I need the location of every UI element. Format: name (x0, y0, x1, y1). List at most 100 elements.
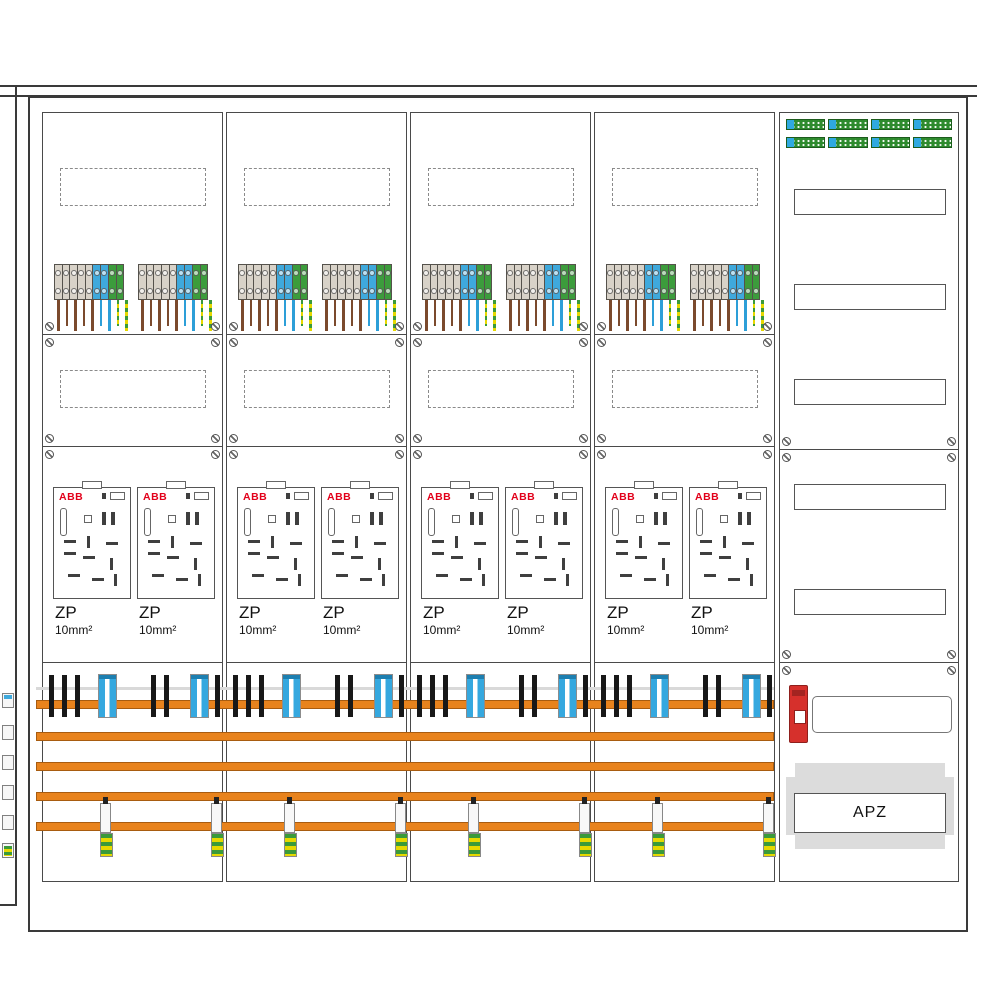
terminal-strip-segment (828, 119, 868, 130)
meter-mark (64, 540, 76, 543)
meter-mark (171, 536, 174, 548)
meter-mark (544, 578, 556, 581)
conductor-connector (703, 675, 708, 717)
terminal-strip-segment (912, 119, 952, 130)
neutral-connector (650, 674, 669, 718)
screw (229, 450, 238, 459)
cover-plate (794, 379, 946, 405)
meter-display (378, 492, 393, 500)
meter-mark (747, 512, 751, 525)
screw (229, 434, 238, 443)
busbar-section (43, 663, 224, 881)
neutral-connector (282, 674, 301, 718)
conductor-connector (430, 675, 435, 717)
neutral-connector (374, 674, 393, 718)
cross-section-label: 10mm² (423, 623, 461, 637)
screw (395, 434, 404, 443)
cover-plate (794, 189, 946, 215)
terminal-section (411, 113, 590, 335)
label-area-dashed (244, 168, 390, 206)
conductor-connector (259, 675, 264, 717)
pe-terminal (579, 797, 592, 857)
cross-section-label: 10mm² (323, 623, 361, 637)
terminal-cell-pe (299, 264, 309, 300)
label-area-dashed (612, 168, 758, 206)
cover-plate (794, 484, 946, 510)
meter-plate: ABB (237, 481, 315, 599)
meter-mark (563, 512, 567, 525)
wire (65, 300, 68, 326)
wire-neutral (183, 300, 186, 326)
meter-window (268, 515, 276, 523)
meter-mark (271, 536, 274, 548)
terminal-block (422, 264, 493, 300)
meter-mark (152, 574, 164, 577)
meter-mark (64, 552, 76, 555)
terminal-strip-segment (828, 137, 868, 148)
screw (782, 453, 791, 462)
terminal-block (322, 264, 393, 300)
abb-logo: ABB (611, 491, 636, 503)
meter-window (636, 515, 644, 523)
meter-mark (620, 574, 632, 577)
wire (249, 300, 252, 326)
screw (782, 666, 791, 675)
wire (693, 300, 696, 331)
wire (701, 300, 704, 326)
meter-plate: ABB (689, 481, 767, 599)
screw (579, 434, 588, 443)
wire (442, 300, 445, 331)
wire-bundle (54, 300, 132, 333)
right-upper-section (780, 113, 958, 450)
meter-mark (102, 512, 106, 525)
wire-pe (493, 300, 496, 331)
screw (45, 434, 54, 443)
wire (275, 300, 278, 331)
meter-mark (455, 536, 458, 548)
label-area-dashed (612, 370, 758, 408)
abb-logo: ABB (695, 491, 720, 503)
meter-mark (295, 512, 299, 525)
wire (359, 300, 362, 331)
screw (597, 450, 606, 459)
screw (947, 666, 956, 675)
meter-plate: ABB (505, 481, 583, 599)
meter-mark (92, 578, 104, 581)
screw (413, 450, 422, 459)
wire-bundle (422, 300, 500, 333)
wire-neutral (560, 300, 563, 331)
wire-bundle (690, 300, 768, 333)
screw (579, 450, 588, 459)
busbar (36, 762, 774, 771)
busbar (36, 792, 774, 801)
busbar-section (411, 663, 592, 881)
cross-section-label: 10mm² (691, 623, 729, 637)
meter-section: ABB ABB (227, 447, 406, 663)
meter-mark (114, 574, 117, 586)
meter-point-label: ZP (423, 603, 445, 622)
conductor-connector (532, 675, 537, 717)
wire-neutral (467, 300, 470, 326)
meter-mark (562, 558, 565, 570)
duct-clamp (2, 693, 14, 708)
meter-display-tick (554, 493, 558, 499)
conductor-connector (348, 675, 353, 717)
meter-mark (451, 556, 463, 559)
screw (395, 450, 404, 459)
meter-mark (566, 574, 569, 586)
meter-window (452, 515, 460, 523)
abb-logo: ABB (327, 491, 352, 503)
reserve-section (595, 335, 774, 447)
wire-pe (384, 300, 387, 326)
meter-point-label: ZP (607, 603, 629, 622)
meter-mark (479, 512, 483, 525)
meter-mark (332, 552, 344, 555)
wire (634, 300, 637, 326)
meter-mark (290, 542, 302, 545)
terminal-block (238, 264, 309, 300)
meter-slot (428, 508, 435, 536)
wire-pe (125, 300, 128, 331)
meter-point-label: ZP (139, 603, 161, 622)
meter-section: ABB ABB (411, 447, 590, 663)
meter-window (352, 515, 360, 523)
